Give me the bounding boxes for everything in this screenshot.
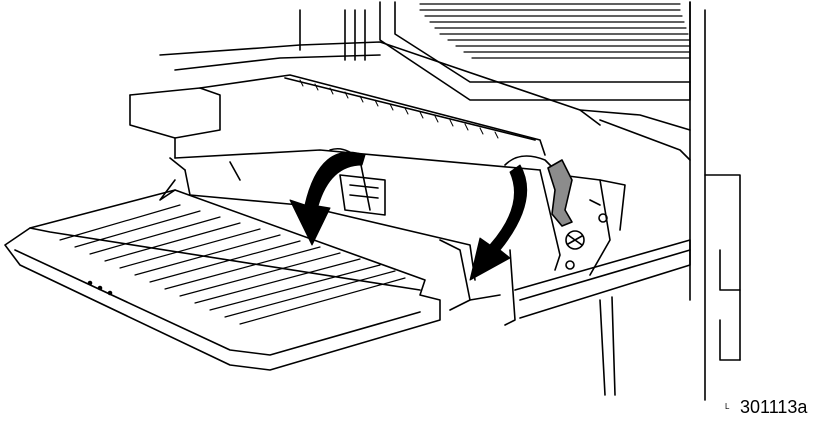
figure-id-label: 301113a: [740, 397, 808, 417]
printer-frame: [299, 1, 741, 401]
paper-tray: [4, 179, 441, 371]
left-rotation-arrow: [289, 151, 366, 246]
fuser-unit: [129, 41, 691, 396]
fuser-ribs: [299, 79, 499, 139]
corner-mark: L: [725, 402, 730, 411]
release-lever: [547, 159, 573, 227]
knob: [565, 199, 608, 270]
vent-slats: [419, 3, 691, 59]
tray-ribs: [59, 204, 406, 325]
right-rotation-arrow: [469, 164, 528, 281]
